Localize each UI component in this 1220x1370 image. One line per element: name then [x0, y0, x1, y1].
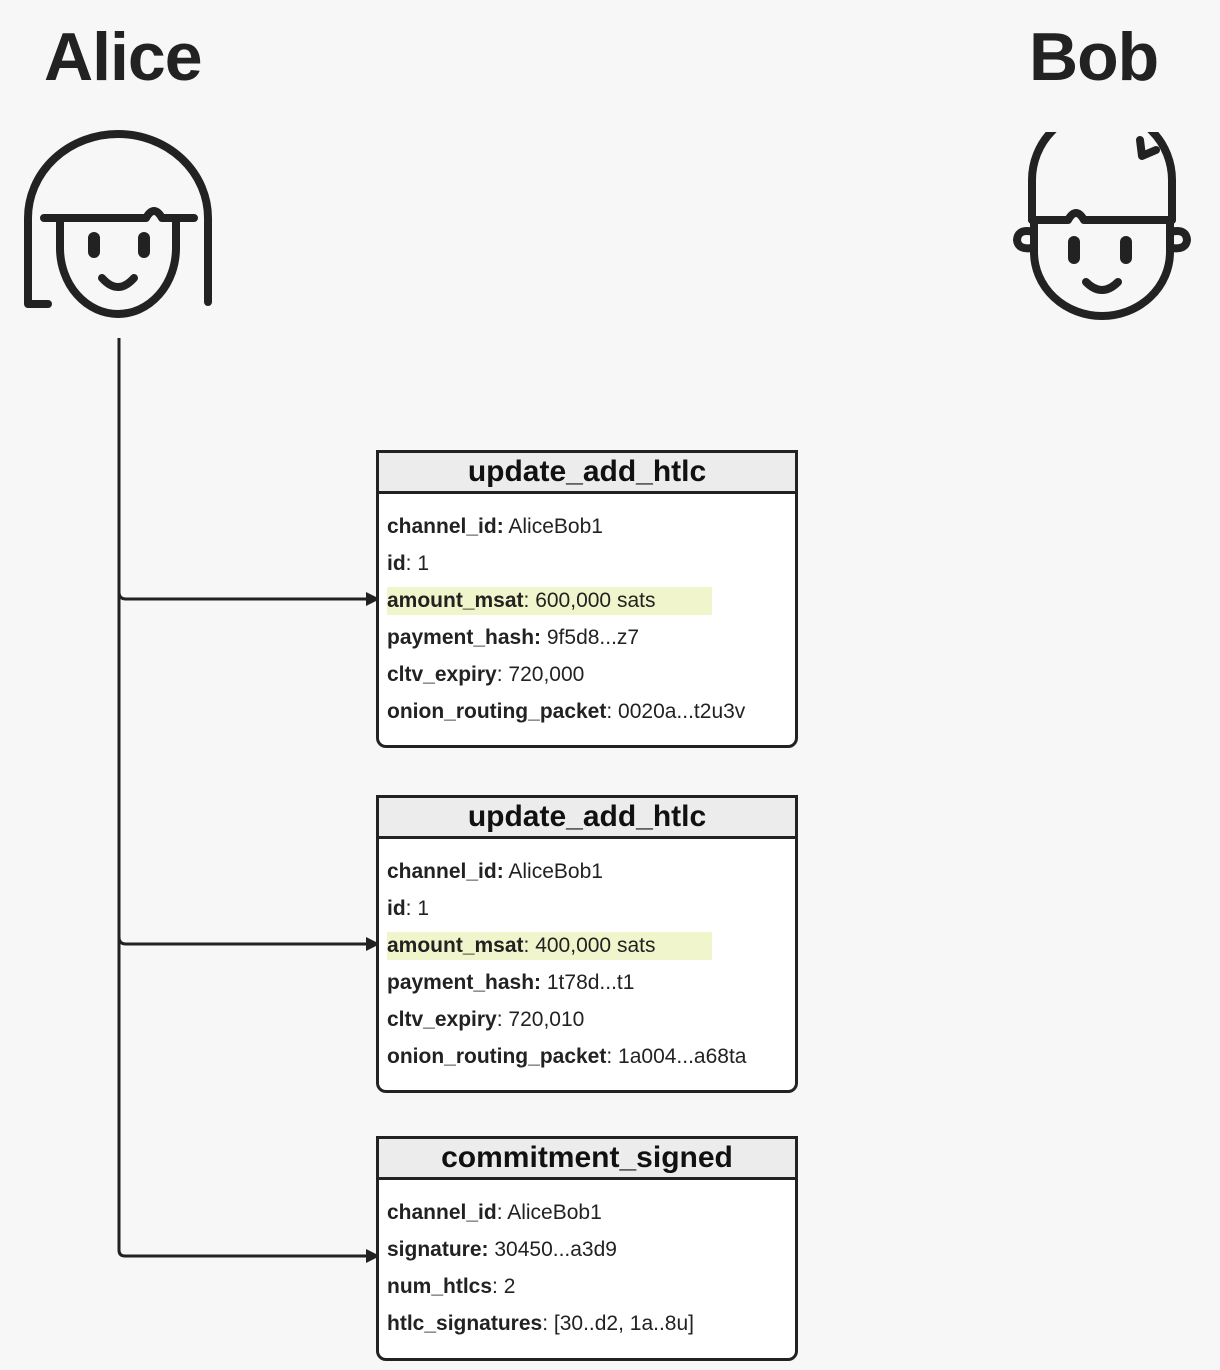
arrow-line-1 [117, 591, 366, 601]
alice-lifeline [117, 338, 126, 1258]
field-channel-id: channel_id: AliceBob1 [387, 1201, 602, 1224]
field-onion-routing-packet: onion_routing_packet: 1a004...a68ta [387, 1045, 747, 1068]
field-channel-id: channel_id: AliceBob1 [387, 860, 603, 883]
field-htlc-signatures: htlc_signatures: [30..d2, 1a..8u] [387, 1312, 694, 1335]
message-box-commitment-signed: commitment_signed channel_id: AliceBob1 … [376, 1136, 798, 1361]
highlight: amount_msat: 600,000 sats [387, 587, 712, 615]
field-num-htlcs: num_htlcs: 2 [387, 1275, 516, 1298]
message-title: update_add_htlc [379, 798, 795, 839]
message-title: commitment_signed [379, 1139, 795, 1180]
actor-name-bob: Bob [1029, 19, 1159, 95]
field-amount-msat: amount_msat: 600,000 sats [387, 582, 795, 619]
arrowhead-2 [366, 937, 380, 951]
message-box-update-add-htlc-2: update_add_htlc channel_id: AliceBob1 id… [376, 795, 798, 1093]
field-channel-id: channel_id: AliceBob1 [387, 515, 603, 538]
field-onion-routing-packet: onion_routing_packet: 0020a...t2u3v [387, 700, 746, 723]
actor-name-alice: Alice [44, 19, 203, 95]
message-title: update_add_htlc [379, 453, 795, 494]
highlight: amount_msat: 400,000 sats [387, 932, 712, 960]
arrow-line-2 [117, 936, 366, 946]
field-cltv-expiry: cltv_expiry: 720,000 [387, 663, 585, 686]
field-id: id: 1 [387, 897, 430, 920]
boy-face-icon [1013, 132, 1191, 320]
field-payment-hash: payment_hash: 9f5d8...z7 [387, 626, 640, 649]
message-box-update-add-htlc-1: update_add_htlc channel_id: AliceBob1 id… [376, 450, 798, 748]
arrowhead-1 [366, 592, 380, 606]
field-id: id: 1 [387, 552, 430, 575]
field-cltv-expiry: cltv_expiry: 720,010 [387, 1008, 585, 1031]
field-signature: signature: 30450...a3d9 [387, 1238, 617, 1261]
field-payment-hash: payment_hash: 1t78d...t1 [387, 971, 635, 994]
girl-face-icon [24, 130, 212, 318]
arrowhead-3 [366, 1249, 380, 1263]
field-amount-msat: amount_msat: 400,000 sats [387, 927, 795, 964]
